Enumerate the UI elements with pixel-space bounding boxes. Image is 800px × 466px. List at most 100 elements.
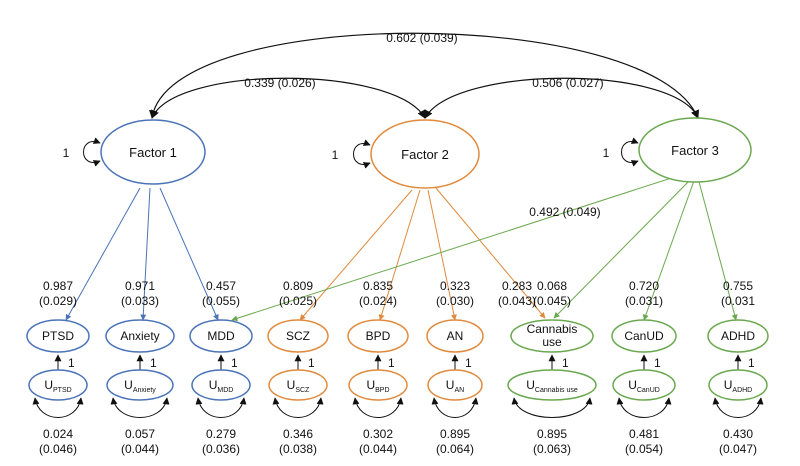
indicator-node [611, 319, 677, 353]
residual-label: UAN [446, 378, 464, 394]
factor-2-variance-loop [353, 139, 371, 169]
loading-estimate: 0.457 [206, 279, 236, 293]
indicator-node [26, 319, 90, 353]
loading-estimate: 0.068 [537, 279, 567, 293]
residual-node [507, 369, 597, 401]
residual-variance-se: (0.063) [533, 442, 571, 456]
f2-cannabis-loading-se: (0.043) [498, 294, 536, 308]
residual-variance-se: (0.046) [39, 442, 77, 456]
residual-variance-arc [616, 397, 672, 418]
residual-node [106, 369, 174, 401]
residual-label-main: U [44, 378, 53, 392]
cross-loading-label: 0.492 (0.049) [529, 205, 600, 219]
indicator-node [707, 319, 769, 353]
residual-path-label: 1 [150, 356, 157, 370]
residual-label: UADHD [724, 378, 753, 394]
residual-label: UCannabis use [526, 378, 578, 394]
residual-label: UPTSD [44, 378, 71, 394]
residual-path-label: 1 [68, 356, 75, 370]
indicator-label: Cannabis [527, 322, 578, 336]
residual-variance-arc [272, 397, 324, 418]
indicator-label: AN [447, 329, 464, 343]
indicator-node [510, 319, 594, 353]
residual-path-label: 1 [308, 356, 315, 370]
cross-loading-line [231, 171, 691, 322]
residual-label-sub: Cannabis use [535, 387, 578, 394]
loading-se: (0.055) [202, 294, 240, 308]
residual-path-label: 1 [654, 356, 661, 370]
factor-1-label: Factor 1 [129, 145, 177, 160]
residual-label-sub: Anxiety [133, 387, 156, 394]
residual-variance-estimate: 0.302 [363, 427, 393, 441]
f2-cannabis-loading-est: 0.283 [502, 279, 532, 293]
residual-variance-arc [431, 397, 479, 418]
residual-label-main: U [628, 378, 637, 392]
loading-se: (0.029) [39, 294, 77, 308]
factor1-loadings [65, 187, 219, 321]
indicator-label: SCZ [286, 329, 310, 343]
residual-variance-estimate: 0.895 [537, 427, 567, 441]
covariance-label-f1-f3: 0.602 (0.039) [386, 31, 457, 45]
loading-se: (0.030) [436, 294, 474, 308]
loading-estimate: 0.323 [440, 279, 470, 293]
residual-variance-estimate: 0.346 [283, 427, 313, 441]
indicator-label: Anxiety [120, 329, 159, 343]
residual-variance-arc [110, 397, 170, 418]
residual-path-label: 1 [388, 356, 395, 370]
indicator-label: CanUD [624, 329, 664, 343]
indicator-label: MDD [207, 329, 235, 343]
residual-variance-se: (0.064) [436, 442, 474, 456]
loading-se: (0.031) [625, 294, 663, 308]
residual-node [191, 369, 251, 401]
factor-2-variance-label: 1 [332, 148, 339, 162]
loading-se: (0.033) [121, 294, 159, 308]
residual-variance-arc [32, 397, 84, 418]
indicator-node [105, 319, 175, 353]
residual-label-main: U [526, 378, 535, 392]
residual-label-main: U [366, 378, 375, 392]
factor-2-label: Factor 2 [401, 147, 449, 162]
residual-variance-arc [195, 397, 247, 418]
loading-estimate: 0.987 [43, 279, 73, 293]
residual-label-main: U [287, 378, 296, 392]
loading-se: (0.045) [533, 294, 571, 308]
residual-variance-se: (0.054) [625, 442, 663, 456]
factor-1: Factor 1 1 [63, 119, 206, 185]
residual-label: UBPD [366, 378, 389, 394]
loading-estimate: 0.720 [629, 279, 659, 293]
residual-path-label: 1 [748, 356, 755, 370]
residual-path-label: 1 [562, 356, 569, 370]
factor-1-variance-label: 1 [63, 146, 70, 160]
residual-label: USCZ [287, 378, 310, 394]
indicator-label: PTSD [42, 329, 74, 343]
indicator-columns: 0.987(0.029)PTSD1UPTSD0.024(0.046)0.971(… [26, 279, 769, 456]
residual-variance-estimate: 0.024 [43, 427, 73, 441]
loading-estimate: 0.809 [283, 279, 313, 293]
residual-node [427, 369, 483, 401]
residual-label-sub: ADHD [732, 387, 752, 394]
indicator-label-line2: use [542, 335, 562, 349]
residual-label-sub: SCZ [295, 387, 310, 394]
residual-node [268, 369, 328, 401]
loading-estimate: 0.835 [363, 279, 393, 293]
residual-path-label: 1 [465, 356, 472, 370]
indicator-node [267, 319, 329, 353]
residual-label-main: U [124, 378, 133, 392]
indicator-label: ADHD [721, 329, 755, 343]
residual-variance-estimate: 0.279 [206, 427, 236, 441]
residual-label: UCanUD [628, 378, 660, 394]
residual-label-main: U [209, 378, 218, 392]
residual-node [28, 369, 88, 401]
residual-label-main: U [724, 378, 733, 392]
loading-estimate: 0.971 [125, 279, 155, 293]
residual-variance-estimate: 0.430 [723, 427, 753, 441]
